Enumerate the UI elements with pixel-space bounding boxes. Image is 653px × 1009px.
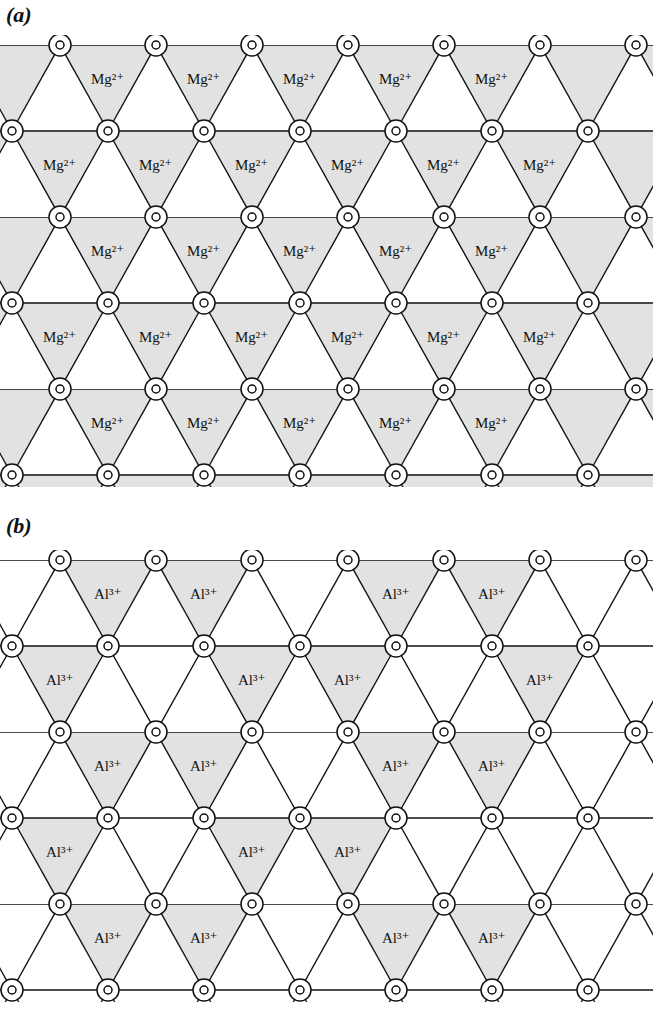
cation-label: Al³⁺ [46, 673, 73, 688]
cation-label: Mg²⁺ [235, 330, 268, 345]
cation-label: Mg²⁺ [475, 416, 508, 431]
cation-label: Mg²⁺ [331, 330, 364, 345]
cation-label: Mg²⁺ [475, 244, 508, 259]
cation-label: Mg²⁺ [139, 158, 172, 173]
cation-label: Al³⁺ [382, 759, 409, 774]
cation-label: Mg²⁺ [91, 244, 124, 259]
gibbsite-sheet [0, 550, 653, 1002]
cation-label: Al³⁺ [46, 845, 73, 860]
cation-label: Mg²⁺ [331, 158, 364, 173]
cation-label: Mg²⁺ [235, 158, 268, 173]
cation-label: Al³⁺ [238, 673, 265, 688]
cation-label: Al³⁺ [334, 845, 361, 860]
cation-label: Mg²⁺ [187, 72, 220, 87]
cation-label: Al³⁺ [334, 673, 361, 688]
cation-label: Mg²⁺ [283, 72, 316, 87]
cation-label: Al³⁺ [94, 759, 121, 774]
cation-label: Al³⁺ [190, 759, 217, 774]
cation-label: Mg²⁺ [427, 330, 460, 345]
cation-label: Al³⁺ [190, 587, 217, 602]
cation-label: Al³⁺ [382, 587, 409, 602]
cation-label: Mg²⁺ [427, 158, 460, 173]
cation-label: Al³⁺ [478, 759, 505, 774]
panel-label: (b) [6, 515, 32, 537]
brucite-sheet [0, 35, 653, 487]
cation-label: Mg²⁺ [283, 416, 316, 431]
cation-label: Mg²⁺ [379, 72, 412, 87]
cation-label: Al³⁺ [238, 845, 265, 860]
cation-label: Mg²⁺ [379, 244, 412, 259]
cation-label: Al³⁺ [190, 931, 217, 946]
cation-label: Mg²⁺ [43, 158, 76, 173]
panel-label: (a) [6, 4, 32, 26]
cation-label: Mg²⁺ [91, 416, 124, 431]
cation-label: Mg²⁺ [523, 158, 556, 173]
cation-label: Mg²⁺ [91, 72, 124, 87]
cation-label: Mg²⁺ [379, 416, 412, 431]
cation-label: Mg²⁺ [187, 416, 220, 431]
cation-label: Al³⁺ [94, 931, 121, 946]
cation-label: Mg²⁺ [283, 244, 316, 259]
cation-label: Al³⁺ [478, 931, 505, 946]
cation-label: Al³⁺ [526, 673, 553, 688]
cation-label: Mg²⁺ [43, 330, 76, 345]
cation-label: Al³⁺ [382, 931, 409, 946]
cation-label: Mg²⁺ [187, 244, 220, 259]
cation-label: Al³⁺ [478, 587, 505, 602]
cation-label: Al³⁺ [94, 587, 121, 602]
cation-label: Mg²⁺ [139, 330, 172, 345]
cation-label: Mg²⁺ [523, 330, 556, 345]
cation-label: Mg²⁺ [475, 72, 508, 87]
